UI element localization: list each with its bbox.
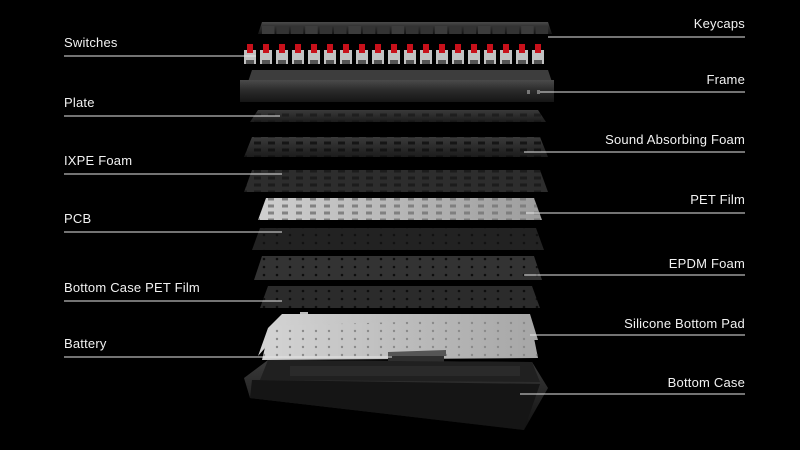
label-pet-film: PET Film <box>690 192 745 207</box>
label-frame: Frame <box>706 72 745 87</box>
keycap <box>290 26 304 34</box>
switch <box>276 44 288 64</box>
switch <box>340 44 352 64</box>
pet-film-layer <box>258 198 542 220</box>
keycap <box>348 26 361 34</box>
switch <box>516 44 528 64</box>
keycap <box>391 26 405 34</box>
label-silicone-bottom-pad: Silicone Bottom Pad <box>624 316 745 331</box>
switch <box>372 44 384 64</box>
label-switches: Switches <box>64 35 118 50</box>
keycap <box>506 26 520 34</box>
keycap <box>319 26 333 34</box>
keycap <box>535 26 549 34</box>
keycap <box>377 26 390 34</box>
label-keycaps: Keycaps <box>693 16 745 31</box>
switch <box>484 44 496 64</box>
ixpe-foam-layer <box>244 170 548 192</box>
keycap-row <box>262 26 549 34</box>
keycap <box>420 26 433 34</box>
keycaps-layer <box>258 22 552 34</box>
keycap <box>406 26 419 34</box>
label-ixpe-foam: IXPE Foam <box>64 153 133 168</box>
keycap <box>434 26 448 34</box>
switch <box>308 44 320 64</box>
label-pcb: PCB <box>64 211 92 226</box>
switch <box>532 44 544 64</box>
keycap <box>492 26 505 34</box>
leader-lines <box>64 36 745 395</box>
keycap <box>521 26 534 34</box>
keycap <box>305 26 318 34</box>
keycap <box>276 26 289 34</box>
bottom-case-layer <box>244 360 548 430</box>
bottom-case-pet-film-layer <box>260 286 540 322</box>
plate-layer <box>250 110 546 122</box>
frame-layer <box>240 70 554 102</box>
switches-layer <box>244 44 544 64</box>
switch <box>500 44 512 64</box>
switch <box>388 44 400 64</box>
switch <box>452 44 464 64</box>
keycap <box>362 26 376 34</box>
switch <box>356 44 368 64</box>
label-epdm-foam: EPDM Foam <box>668 256 745 271</box>
switch <box>292 44 304 64</box>
sound-absorbing-foam-layer <box>244 137 548 157</box>
switch <box>260 44 272 64</box>
switch-row <box>244 44 544 64</box>
silicone-bottom-pad-layer <box>258 314 538 360</box>
switch <box>420 44 432 64</box>
switch <box>244 44 256 64</box>
keycap <box>463 26 477 34</box>
keycap <box>334 26 347 34</box>
keycap <box>262 26 275 34</box>
label-bottom-case-pet-film: Bottom Case PET Film <box>64 280 200 295</box>
switch <box>436 44 448 64</box>
keycap <box>478 26 491 34</box>
pcb-layer <box>252 228 544 250</box>
label-sound-absorbing-foam: Sound Absorbing Foam <box>605 132 745 147</box>
label-battery: Battery <box>64 336 107 351</box>
label-plate: Plate <box>64 95 95 110</box>
label-bottom-case: Bottom Case <box>667 375 745 390</box>
epdm-foam-layer <box>254 256 542 280</box>
switch <box>404 44 416 64</box>
switch <box>324 44 336 64</box>
keycap <box>449 26 462 34</box>
switch <box>468 44 480 64</box>
